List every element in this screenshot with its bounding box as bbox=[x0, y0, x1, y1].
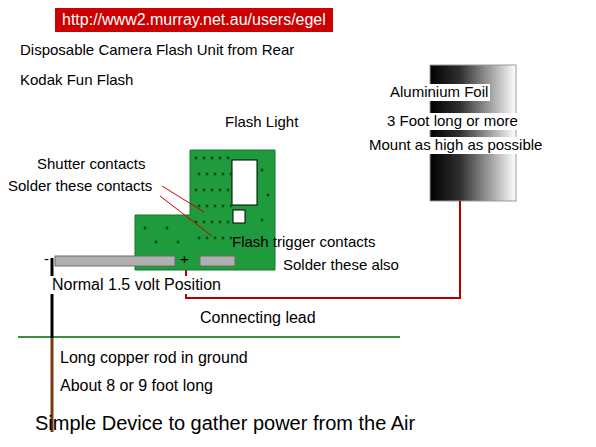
part-label: Shutter contacts bbox=[37, 156, 145, 173]
board-dot bbox=[227, 221, 230, 224]
part-label: Aluminium Foil bbox=[388, 84, 490, 101]
board-dot bbox=[195, 157, 198, 160]
banner-text: http://www2.murray.net.au/users/egel bbox=[62, 11, 326, 29]
board-dot bbox=[203, 221, 206, 224]
caption: Simple Device to gather power from the A… bbox=[35, 412, 415, 434]
board-dot bbox=[198, 237, 201, 240]
board-dot bbox=[206, 237, 209, 240]
board-dot bbox=[219, 189, 222, 192]
copper-rod bbox=[51, 258, 54, 338]
board-dot bbox=[177, 241, 180, 244]
instruction-note: Mount as high as possible bbox=[367, 137, 544, 154]
flash-window bbox=[232, 160, 257, 205]
leader-line bbox=[162, 186, 204, 212]
board-dot bbox=[222, 205, 225, 208]
board-dot bbox=[214, 237, 217, 240]
terminal-sign: + bbox=[180, 251, 189, 268]
flash-board bbox=[135, 150, 275, 270]
dimension-note: About 8 or 9 foot long bbox=[60, 377, 213, 395]
board-dot bbox=[222, 173, 225, 176]
battery-bar bbox=[200, 256, 235, 266]
board-dot bbox=[198, 205, 201, 208]
board-dots bbox=[144, 157, 270, 244]
leader-line bbox=[160, 196, 212, 236]
board-dot bbox=[206, 173, 209, 176]
board-dot bbox=[227, 189, 230, 192]
board-dot bbox=[219, 221, 222, 224]
heading-note: Disposable Camera Flash Unit from Rear bbox=[20, 42, 294, 59]
ground-line bbox=[18, 336, 400, 338]
board-dot bbox=[261, 169, 264, 172]
board-dot bbox=[261, 219, 264, 222]
part-label: Long copper rod in ground bbox=[60, 349, 248, 367]
board-dot bbox=[198, 173, 201, 176]
board-dot bbox=[227, 157, 230, 160]
board-dot bbox=[195, 189, 198, 192]
board-dot bbox=[230, 205, 233, 208]
battery-bar bbox=[55, 256, 175, 266]
board-dot bbox=[211, 189, 214, 192]
position-note: Normal 1.5 volt Position bbox=[50, 276, 223, 294]
board-dot bbox=[203, 157, 206, 160]
board-dot bbox=[230, 237, 233, 240]
board-dot bbox=[230, 173, 233, 176]
dimension-note: 3 Foot long or more bbox=[385, 113, 520, 130]
part-label: Flash Light bbox=[225, 114, 298, 131]
instruction-note: Solder these also bbox=[283, 257, 399, 274]
board-dot bbox=[214, 205, 217, 208]
board-dot bbox=[214, 173, 217, 176]
board-dot bbox=[203, 189, 206, 192]
board-dot bbox=[166, 227, 169, 230]
board-dot bbox=[155, 241, 158, 244]
board-dot bbox=[222, 237, 225, 240]
part-label: Flash trigger contacts bbox=[232, 234, 375, 251]
part-label: Connecting lead bbox=[200, 309, 316, 327]
board-dot bbox=[267, 194, 270, 197]
board-dot bbox=[211, 221, 214, 224]
board-dot bbox=[206, 205, 209, 208]
board-dot bbox=[144, 227, 147, 230]
terminal-sign: - bbox=[44, 251, 49, 268]
instruction-note: Solder these contacts bbox=[8, 178, 152, 195]
board-dot bbox=[219, 157, 222, 160]
board-dot bbox=[211, 157, 214, 160]
model-note: Kodak Fun Flash bbox=[20, 72, 133, 89]
board-cutout bbox=[233, 210, 245, 223]
url-banner: http://www2.murray.net.au/users/egel bbox=[55, 8, 333, 32]
